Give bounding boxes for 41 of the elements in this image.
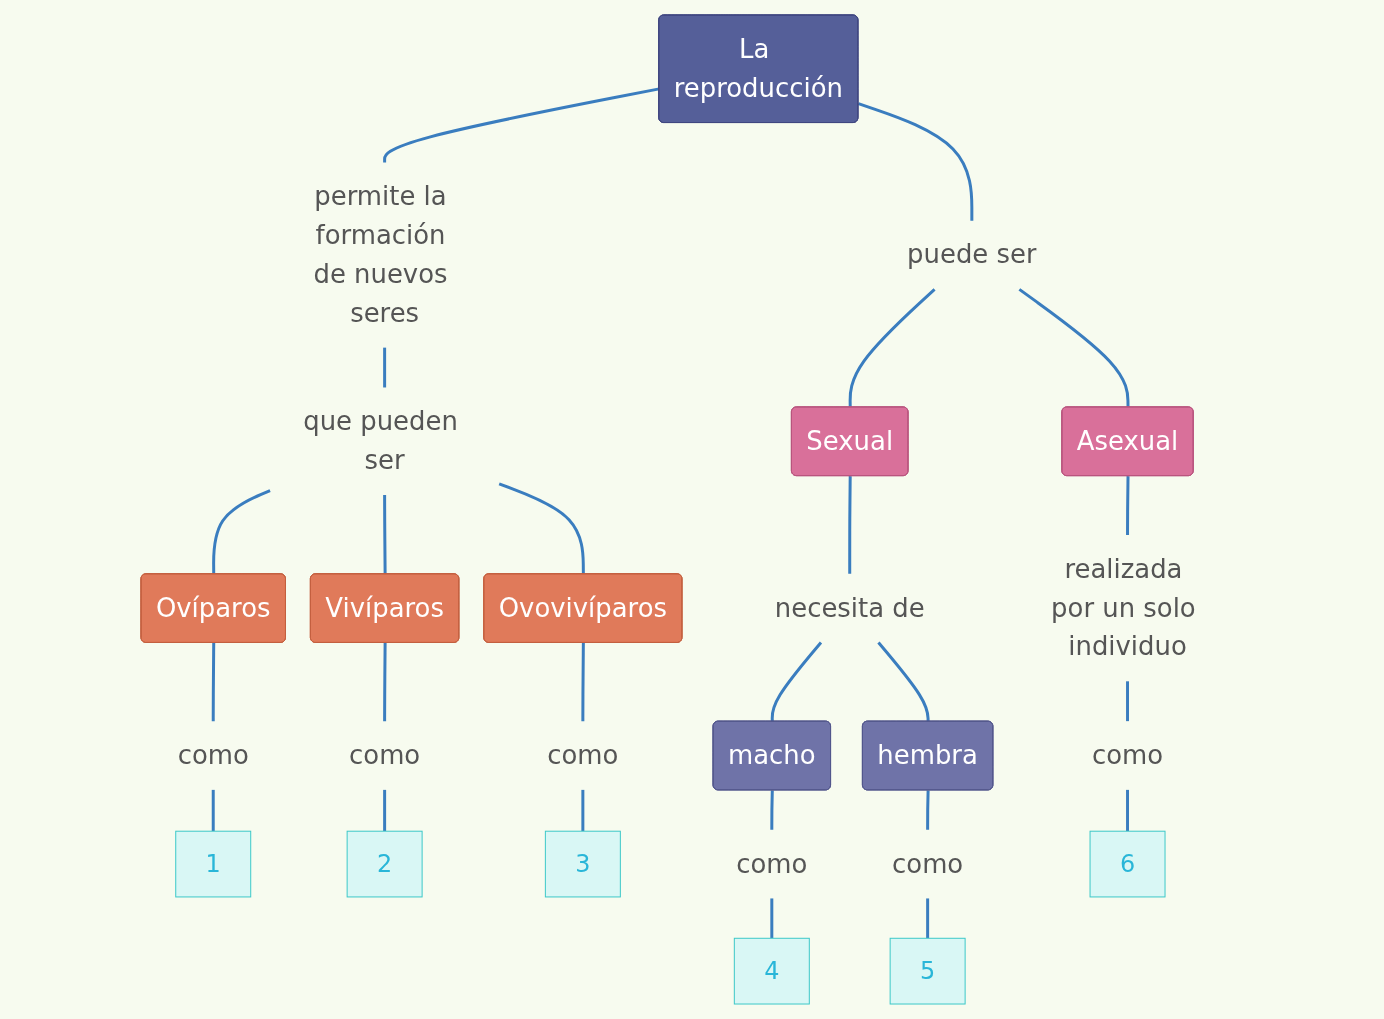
node-text: necesita de: [775, 592, 926, 623]
connector: [1126, 476, 1130, 535]
connector: [926, 898, 930, 939]
node-box: 5: [890, 937, 967, 1005]
connector: [848, 476, 853, 574]
connector: [858, 102, 974, 221]
node-text: como: [547, 740, 619, 770]
connector: [849, 288, 937, 408]
node-text: puede ser: [907, 239, 1038, 270]
connector: [383, 642, 388, 722]
connector: [383, 495, 388, 575]
connector: [383, 347, 387, 388]
connector: [1126, 681, 1130, 722]
connector: [212, 489, 272, 575]
connector: [926, 790, 931, 830]
connector: [770, 898, 774, 939]
node-text: como: [349, 740, 421, 770]
node-text: realizada por un solo individuo: [1051, 553, 1197, 662]
connector: [877, 641, 931, 722]
node-text: como: [736, 848, 808, 879]
connector: [771, 641, 823, 722]
connector: [212, 642, 216, 722]
node-box: 4: [734, 937, 811, 1005]
node-text: que pueden ser: [303, 406, 459, 476]
connector: [499, 482, 586, 575]
node-text: como: [892, 848, 964, 879]
connector: [383, 87, 660, 163]
connector: [581, 642, 586, 722]
node-box: 3: [545, 830, 622, 898]
node-box: 6: [1090, 830, 1166, 898]
node-box: 1: [175, 830, 252, 898]
connector: [1018, 288, 1130, 408]
node-text: permite la formación de nuevos seres: [313, 181, 448, 328]
connector: [212, 789, 216, 832]
connector: [770, 790, 775, 830]
node-box: 2: [347, 830, 424, 898]
node-text: como: [178, 740, 250, 770]
connector: [581, 789, 585, 832]
connector: [383, 789, 387, 832]
connector: [1126, 789, 1130, 832]
node-text: como: [1092, 740, 1164, 770]
